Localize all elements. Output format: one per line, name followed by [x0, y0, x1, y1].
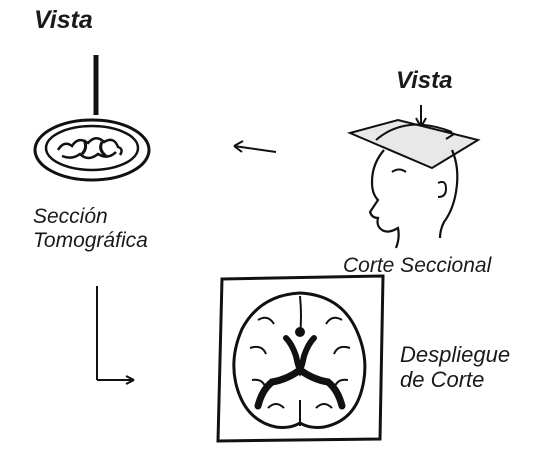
- display-label-line-2: de Corte: [400, 367, 485, 393]
- head-profile-icon: [346, 105, 481, 249]
- tomographic-slice-icon: [33, 118, 151, 182]
- display-label-line-1: Despliegue: [400, 342, 511, 367]
- arrow-left-icon: [233, 140, 277, 153]
- arrow-down-right-icon: [96, 286, 135, 385]
- tomographic-section-label: Sección Tomográfica: [33, 205, 148, 253]
- brain-slice-display-icon: [216, 274, 385, 443]
- view-label-right: Vista: [396, 67, 453, 94]
- cross-section-label: Corte Seccional: [343, 254, 492, 277]
- display-cut-label: Despliegue de Corte: [400, 342, 510, 393]
- view-label-left: Vista: [34, 6, 93, 34]
- section-label-line-1: Sección: [33, 205, 108, 228]
- section-label-line-2: Tomográfica: [33, 229, 148, 253]
